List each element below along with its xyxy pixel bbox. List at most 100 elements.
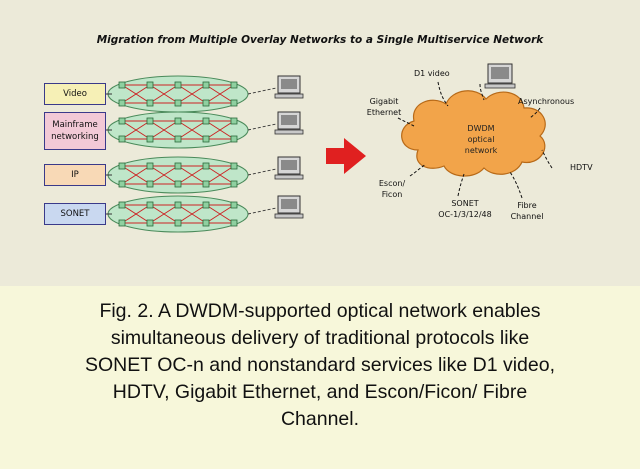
- network-node: [146, 99, 154, 107]
- pc-connector: [247, 123, 277, 131]
- network-node: [202, 162, 210, 170]
- network-node: [146, 81, 154, 89]
- caption-line: HDTV, Gigabit Ethernet, and Escon/Ficon/…: [112, 381, 528, 403]
- computer-icon: [274, 156, 304, 180]
- label-sonet-text: SONET: [451, 199, 479, 208]
- gigabit-link: [397, 117, 415, 127]
- caption-line: Channel.: [280, 408, 360, 430]
- label-d1-video: D1 video: [414, 69, 450, 78]
- network-link: [177, 165, 207, 185]
- network-node: [174, 162, 182, 170]
- network-link: [177, 204, 207, 224]
- network-link: [149, 204, 179, 224]
- network-node: [146, 180, 154, 188]
- computer-icon: [274, 75, 304, 99]
- overlay-network-ring: [106, 156, 277, 194]
- network-node: [230, 201, 238, 209]
- pc-connector: [247, 168, 277, 176]
- fibre-link: [509, 171, 523, 199]
- overlay-network-ring: [106, 111, 277, 149]
- network-node: [146, 117, 154, 125]
- overlay-network-ring: [106, 75, 277, 113]
- escon-link: [409, 163, 427, 177]
- network-node: [202, 180, 210, 188]
- network-node: [118, 117, 126, 125]
- network-node: [118, 162, 126, 170]
- network-node: [118, 219, 126, 227]
- network-node: [202, 99, 210, 107]
- network-node: [118, 81, 126, 89]
- label-hdtv: HDTV: [570, 163, 593, 172]
- network-link: [149, 120, 179, 140]
- network-node: [118, 99, 126, 107]
- label-gigabit-ethernet-text: Gigabit Ethernet: [366, 97, 402, 117]
- cloud-label-text: DWDM optical network: [464, 124, 498, 155]
- network-link: [205, 204, 235, 224]
- network-node: [118, 180, 126, 188]
- network-link: [121, 165, 151, 185]
- network-node: [146, 219, 154, 227]
- network-box-ip: IP: [44, 164, 106, 186]
- network-node: [230, 99, 238, 107]
- network-node: [202, 135, 210, 143]
- diagram-figure: Migration from Multiple Overlay Networks…: [0, 0, 640, 286]
- caption-line: SONET OC-n and nonstandard services like…: [84, 354, 556, 376]
- network-box-mainframe: Mainframe networking: [44, 112, 106, 150]
- label-escon-ficon: Escon/ Ficon: [372, 178, 412, 200]
- network-link: [205, 165, 235, 185]
- network-node: [174, 117, 182, 125]
- network-node: [230, 219, 238, 227]
- overlay-network-ring: [106, 195, 277, 233]
- network-node: [174, 135, 182, 143]
- d1-video-link: [437, 81, 449, 107]
- computer-icon: [274, 195, 304, 219]
- migration-arrow: [326, 138, 366, 174]
- network-node: [230, 117, 238, 125]
- network-node: [174, 81, 182, 89]
- network-link: [149, 165, 179, 185]
- pc-connector: [247, 207, 277, 215]
- network-node: [230, 180, 238, 188]
- network-node: [202, 201, 210, 209]
- label-fibre-channel-text: Fibre Channel: [510, 201, 544, 221]
- network-node: [118, 135, 126, 143]
- network-node: [174, 99, 182, 107]
- network-node: [146, 135, 154, 143]
- sonet-link: [457, 173, 465, 197]
- network-node: [118, 201, 126, 209]
- network-node: [174, 180, 182, 188]
- network-node: [202, 219, 210, 227]
- network-node: [202, 117, 210, 125]
- dwdm-cloud: [401, 90, 546, 177]
- network-link: [121, 204, 151, 224]
- network-link: [177, 84, 207, 104]
- cloud-label: DWDM optical network: [436, 123, 526, 156]
- computer-icon: [484, 63, 516, 89]
- diagram-graphics: [106, 63, 553, 233]
- label-sonet: SONET OC-1/3/12/48: [430, 198, 500, 220]
- network-box-sonet: SONET: [44, 203, 106, 225]
- figure-caption: Fig. 2. A DWDM-supported optical network…: [0, 286, 640, 469]
- label-fibre-channel: Fibre Channel: [510, 200, 544, 222]
- async-link: [529, 107, 541, 119]
- network-node: [146, 162, 154, 170]
- network-link: [205, 84, 235, 104]
- network-node: [174, 219, 182, 227]
- network-node: [202, 81, 210, 89]
- caption-line: Fig. 2. A DWDM-supported optical network…: [99, 300, 541, 322]
- network-link: [121, 120, 151, 140]
- pc-link: [479, 83, 485, 101]
- network-link: [149, 84, 179, 104]
- network-link: [121, 84, 151, 104]
- pc-connector: [247, 87, 277, 95]
- diagram-title: Migration from Multiple Overlay Networks…: [96, 34, 544, 46]
- label-escon-ficon-text: Escon/ Ficon: [378, 179, 406, 199]
- computer-icon: [274, 111, 304, 135]
- label-asynchronous: Asynchronous: [518, 97, 575, 106]
- network-node: [174, 201, 182, 209]
- network-link: [205, 120, 235, 140]
- network-node: [230, 162, 238, 170]
- network-node: [146, 201, 154, 209]
- network-node: [230, 135, 238, 143]
- hdtv-link: [541, 149, 553, 169]
